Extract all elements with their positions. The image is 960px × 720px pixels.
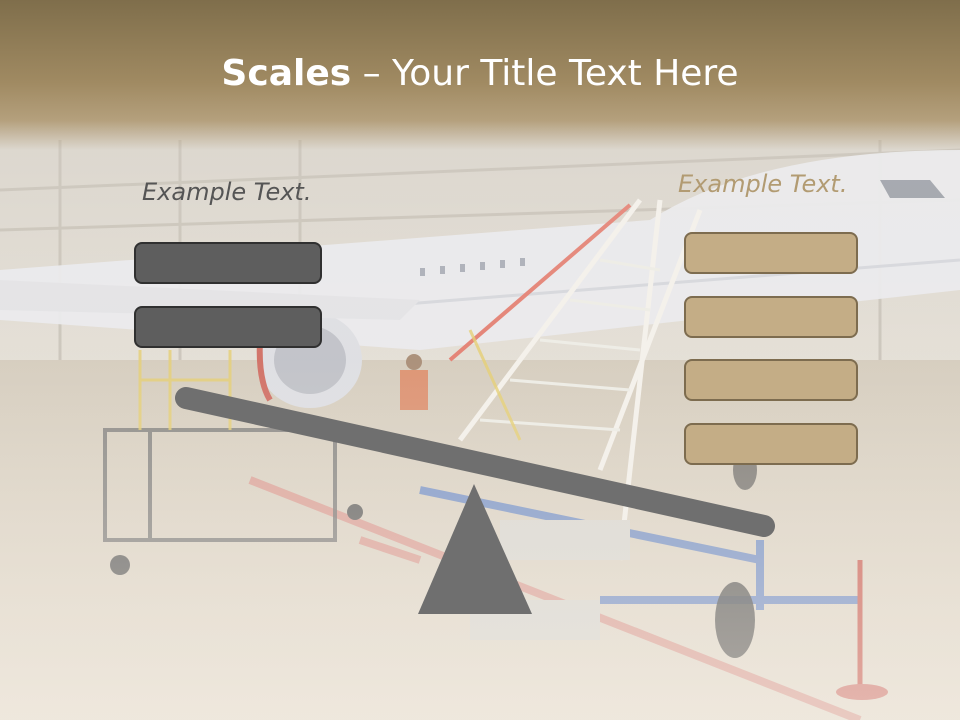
- left-box-1[interactable]: [134, 242, 322, 284]
- right-box-1[interactable]: [684, 232, 858, 274]
- title-rest-text: – Your Title Text Here: [351, 53, 739, 94]
- right-box-3[interactable]: [684, 359, 858, 401]
- right-example-label: Example Text.: [678, 170, 848, 198]
- title-bold-text: Scales: [221, 53, 352, 94]
- title-banner: [0, 0, 960, 150]
- left-example-label: Example Text.: [142, 178, 312, 206]
- right-box-2[interactable]: [684, 296, 858, 338]
- slide-title: Scales – Your Title Text Here: [0, 52, 960, 96]
- right-box-4[interactable]: [684, 423, 858, 465]
- left-box-2[interactable]: [134, 306, 322, 348]
